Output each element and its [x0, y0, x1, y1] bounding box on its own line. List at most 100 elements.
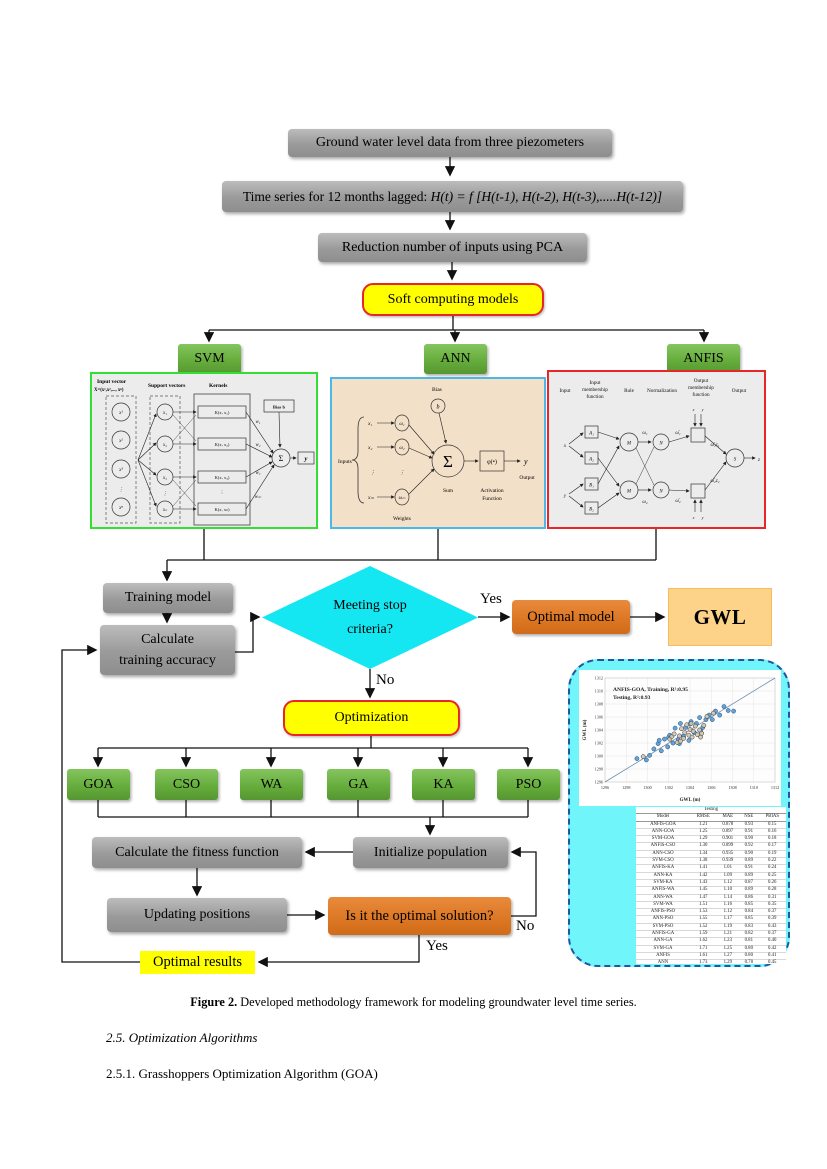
ann-inputs-label: Inputs	[338, 459, 352, 465]
anfis-sum-node: S	[734, 458, 737, 463]
anfis-wbar1-label: ω̄₁	[675, 431, 681, 436]
svg-text:1302: 1302	[595, 741, 603, 746]
ann-input-1: x₁	[367, 421, 372, 427]
algorithm-box-ga: GA	[327, 769, 390, 800]
anfis-omf2-x: x	[692, 515, 695, 520]
time-series-formula: H(t) = f [H(t-1), H(t-2), H(t-3),.....H(…	[430, 188, 663, 204]
ann-weight-m: ωₘ	[399, 496, 407, 501]
anfis-wz2-label: ω̄₂z₂	[711, 479, 720, 484]
model-box-ann: ANN	[424, 344, 487, 374]
svm-header-kernels: Kernels	[209, 383, 227, 389]
yes2-label: Yes	[426, 938, 448, 954]
anfis-norm-node-1: N	[658, 442, 663, 447]
ann-input-2: x₂	[367, 445, 372, 451]
optimal-model-label: Optimal model	[527, 608, 615, 625]
algorithm-box-ka: KA	[412, 769, 475, 800]
optimal-solution-label: Is it the optimal solution?	[345, 907, 494, 924]
box-optimal-results: Optimal results	[140, 951, 255, 974]
results-table-title: Testing	[636, 807, 786, 815]
anfis-col-omf-1: Output	[694, 378, 709, 384]
svm-sum-symbol: Σ	[279, 454, 284, 463]
anfis-omf1-x: x	[692, 407, 695, 412]
svm-input-1: x¹	[118, 410, 123, 416]
model-anfis-label: ANFIS	[683, 351, 724, 366]
svm-kernel-dots: ⋮	[220, 490, 225, 495]
box-gwl: GWL	[668, 588, 772, 646]
scatter-chart-svg: 1296129612981298130013001302130213041304…	[579, 670, 781, 806]
ann-input-dots: ⋮	[370, 470, 376, 476]
anfis-col-input: Input	[560, 388, 572, 394]
algorithm-box-wa: WA	[240, 769, 303, 800]
svg-text:1308: 1308	[595, 702, 603, 707]
anfis-col-normalization: Normalization	[647, 388, 677, 394]
anfis-mf-a1: A₁	[588, 432, 594, 437]
pso-label: PSO	[515, 776, 542, 792]
ann-output-symbol: y	[523, 457, 528, 466]
ga-label: GA	[348, 776, 369, 792]
svg-text:1306: 1306	[595, 715, 603, 720]
init-population-label: Initialize population	[373, 844, 488, 860]
figure-caption-label: Figure 2.	[190, 995, 238, 1009]
anfis-output-z: z	[757, 458, 760, 463]
svg-text:1312: 1312	[595, 676, 603, 681]
anfis-wbar2-label: ω̄₂	[675, 499, 681, 504]
anfis-input-x: x	[563, 444, 567, 449]
model-box-anfis: ANFIS	[667, 344, 740, 374]
ann-weight-1: ω₁	[399, 422, 405, 427]
anfis-mf-b2: B₂	[589, 508, 594, 513]
svm-support-3: x₃	[162, 476, 167, 481]
svm-header-input-vector: Input vector	[97, 379, 127, 385]
ann-diagram-panel: Bias b Inputs x₁ x₂ xₘ ⋮ ⋮ ω₁ ω₂ ωₘ	[330, 377, 546, 529]
decision-line2: criteria?	[347, 621, 393, 637]
ann-bias-label: Bias	[432, 387, 442, 393]
box-optimization: Optimization	[283, 700, 460, 736]
anfis-norm-node-2: N	[658, 490, 663, 495]
svg-text:1300: 1300	[595, 754, 603, 759]
svm-support-2: x₂	[162, 443, 167, 448]
model-svm-label: SVM	[194, 351, 225, 366]
svg-text:1304: 1304	[686, 785, 695, 790]
anfis-col-imf-1: Input	[590, 380, 602, 386]
results-col-mae: MAE	[716, 813, 740, 822]
algorithm-box-goa: GOA	[67, 769, 130, 800]
anfis-col-imf-3: function	[586, 393, 604, 400]
svm-weight-3: w₃	[255, 471, 260, 476]
svg-text:1302: 1302	[665, 785, 673, 790]
svg-text:1296: 1296	[595, 780, 603, 785]
anfis-omf2-y: y	[701, 515, 704, 520]
svm-diagram: Input vector X=(x¹,x²,..., xⁿ) Support v…	[94, 379, 315, 526]
ann-output-label: Output	[519, 475, 535, 481]
training-model-label: Training model	[124, 590, 212, 605]
anfis-col-rule: Rule	[624, 388, 634, 394]
box-updating-positions: Updating positions	[107, 898, 287, 932]
optimization-label: Optimization	[334, 710, 409, 725]
anfis-col-imf-2: membership	[582, 387, 608, 393]
anfis-rule-node-1: M	[626, 442, 632, 447]
svm-weight-2: w₂	[255, 443, 260, 448]
svg-text:1310: 1310	[595, 689, 603, 694]
svm-bias-label: Bias b	[273, 405, 286, 410]
anfis-col-output: Output	[732, 388, 747, 394]
model-box-svm: SVM	[178, 344, 241, 374]
box-soft-computing: Soft computing models	[362, 283, 544, 316]
ann-sum-label: Sum	[443, 488, 454, 494]
ka-label: KA	[433, 776, 454, 792]
goa-label: GOA	[83, 776, 114, 792]
svm-support-dots: ⋮	[163, 491, 168, 497]
box-time-series-label: Time series for 12 months lagged:	[242, 188, 428, 204]
svm-input-2: x²	[118, 438, 123, 444]
box-calc-accuracy: Calculate training accuracy	[100, 625, 235, 675]
